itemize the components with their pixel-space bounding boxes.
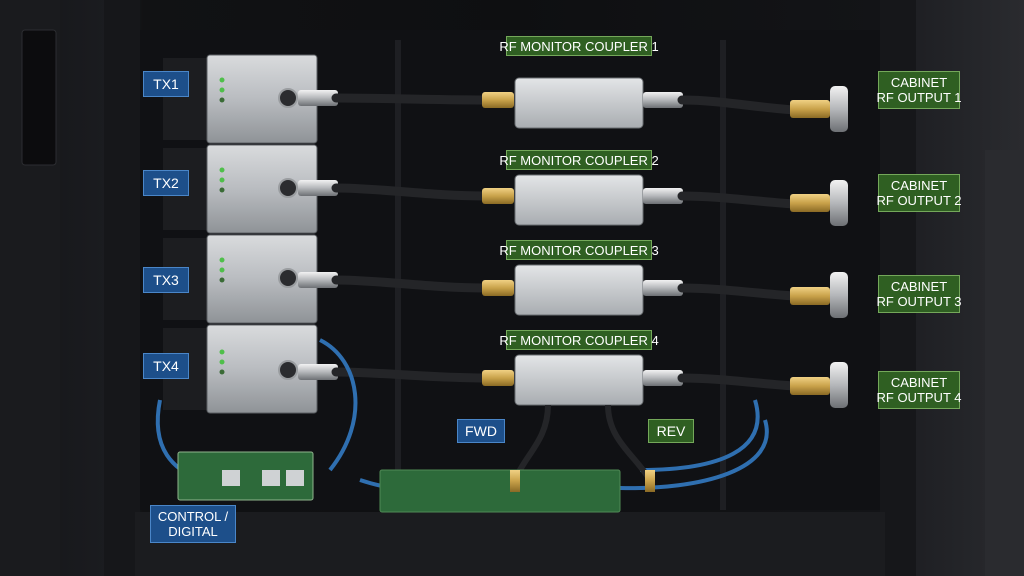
- tx1-connector: [278, 88, 298, 108]
- mounting-rail: [395, 40, 401, 510]
- tx2-pwr-led: [219, 167, 225, 173]
- cabinet-output-4-connector: [790, 377, 830, 395]
- coupler-1-label: RF MONITOR COUPLER 1: [499, 36, 659, 56]
- rev-label: REV: [648, 419, 694, 443]
- tx1-pwr-led: [219, 77, 225, 83]
- cabinet-output-3-line2: RF OUTPUT 3: [876, 294, 962, 309]
- tx1-status-led: [219, 87, 225, 93]
- coupler-2-input-connector: [482, 188, 514, 204]
- coupler-1-output-connector: [643, 92, 683, 108]
- tx3-output-cable: [331, 275, 491, 293]
- tx4-connector: [278, 360, 298, 380]
- tx3-output-connector: [298, 272, 338, 288]
- tx4-pwr-led: [219, 349, 225, 355]
- control-digital-line1: CONTROL /: [157, 509, 229, 524]
- coupler-1-input-connector: [482, 92, 514, 108]
- tx3-fault-led: [219, 277, 225, 283]
- tx1-fault-led: [219, 97, 225, 103]
- coupler-2-body: [514, 174, 644, 226]
- cabinet-left-post: [104, 0, 140, 576]
- tx4-label: TX4: [143, 353, 189, 379]
- coupler-4-body: [514, 354, 644, 406]
- control-digital-line2: DIGITAL: [168, 524, 218, 539]
- coupler-3-output-connector: [643, 280, 683, 296]
- ethernet-port: [222, 470, 240, 486]
- ethernet-port: [286, 470, 304, 486]
- cabinet-output-2-flange: [830, 180, 848, 226]
- fwd-label: FWD: [457, 419, 505, 443]
- door-handle: [21, 29, 57, 166]
- tx1-output-connector: [298, 90, 338, 106]
- coupler-2-label: RF MONITOR COUPLER 2: [499, 150, 659, 170]
- coupler-1-output-cable: [677, 95, 800, 115]
- tx4-status-led: [219, 359, 225, 365]
- cabinet-output-3-line1: CABINET: [890, 279, 948, 294]
- coupler-4-output-cable: [677, 373, 800, 391]
- cabinet-floor: [135, 512, 885, 576]
- tx3-status-led: [219, 267, 225, 273]
- tx1-output-cable: [331, 93, 491, 105]
- mounting-rail: [720, 40, 726, 510]
- cabinet-output-1-line1: CABINET: [890, 75, 948, 90]
- cabinet-output-1-flange: [830, 86, 848, 132]
- blue-control-cable: [639, 399, 760, 472]
- coupler-1-body: [514, 77, 644, 129]
- cabinet-output-2-label: CABINET RF OUTPUT 2: [876, 174, 962, 212]
- coupler-4-input-connector: [482, 370, 514, 386]
- coupler-3-input-connector: [482, 280, 514, 296]
- tx3-label: TX3: [143, 267, 189, 293]
- coupler-4-output-connector: [643, 370, 683, 386]
- blue-control-cable: [319, 338, 358, 472]
- sma-connector: [645, 470, 655, 492]
- cabinet-output-4-flange: [830, 362, 848, 408]
- control-digital-board: [177, 451, 314, 501]
- cabinet-output-1-label: CABINET RF OUTPUT 1: [876, 71, 962, 109]
- cabinet-output-2-line1: CABINET: [890, 178, 948, 193]
- tx3-pwr-led: [219, 257, 225, 263]
- tx4-output-connector: [298, 364, 338, 380]
- tx2-label: TX2: [143, 170, 189, 196]
- tx4-fault-led: [219, 369, 225, 375]
- cabinet-output-2-connector: [790, 194, 830, 212]
- tx2-output-connector: [298, 180, 338, 196]
- right-side-rack: [985, 150, 1024, 576]
- cabinet-output-4-line2: RF OUTPUT 4: [876, 390, 962, 405]
- cabinet-output-3-label: CABINET RF OUTPUT 3: [876, 275, 962, 313]
- coupler-3-body: [514, 264, 644, 316]
- tx2-connector: [278, 178, 298, 198]
- tx2-fault-led: [219, 187, 225, 193]
- ethernet-port: [262, 470, 280, 486]
- cabinet-output-1-connector: [790, 100, 830, 118]
- cabinet-output-1-line2: RF OUTPUT 1: [876, 90, 962, 105]
- sma-connector: [510, 470, 520, 492]
- tx2-output-cable: [331, 183, 491, 201]
- control-digital-label: CONTROL / DIGITAL: [150, 505, 236, 543]
- tx1-label: TX1: [143, 71, 189, 97]
- tx2-status-led: [219, 177, 225, 183]
- rf-detector-board: [379, 469, 621, 513]
- cabinet-output-3-connector: [790, 287, 830, 305]
- tx3-connector: [278, 268, 298, 288]
- cabinet-output-4-label: CABINET RF OUTPUT 4: [876, 371, 962, 409]
- coupler-3-output-cable: [677, 283, 800, 301]
- cabinet-output-4-line1: CABINET: [890, 375, 948, 390]
- cabinet-output-3-flange: [830, 272, 848, 318]
- coupler-3-label: RF MONITOR COUPLER 3: [499, 240, 659, 260]
- coupler-4-label: RF MONITOR COUPLER 4: [499, 330, 659, 350]
- coupler-2-output-cable: [677, 191, 800, 209]
- coupler-2-output-connector: [643, 188, 683, 204]
- cabinet-output-2-line2: RF OUTPUT 2: [876, 193, 962, 208]
